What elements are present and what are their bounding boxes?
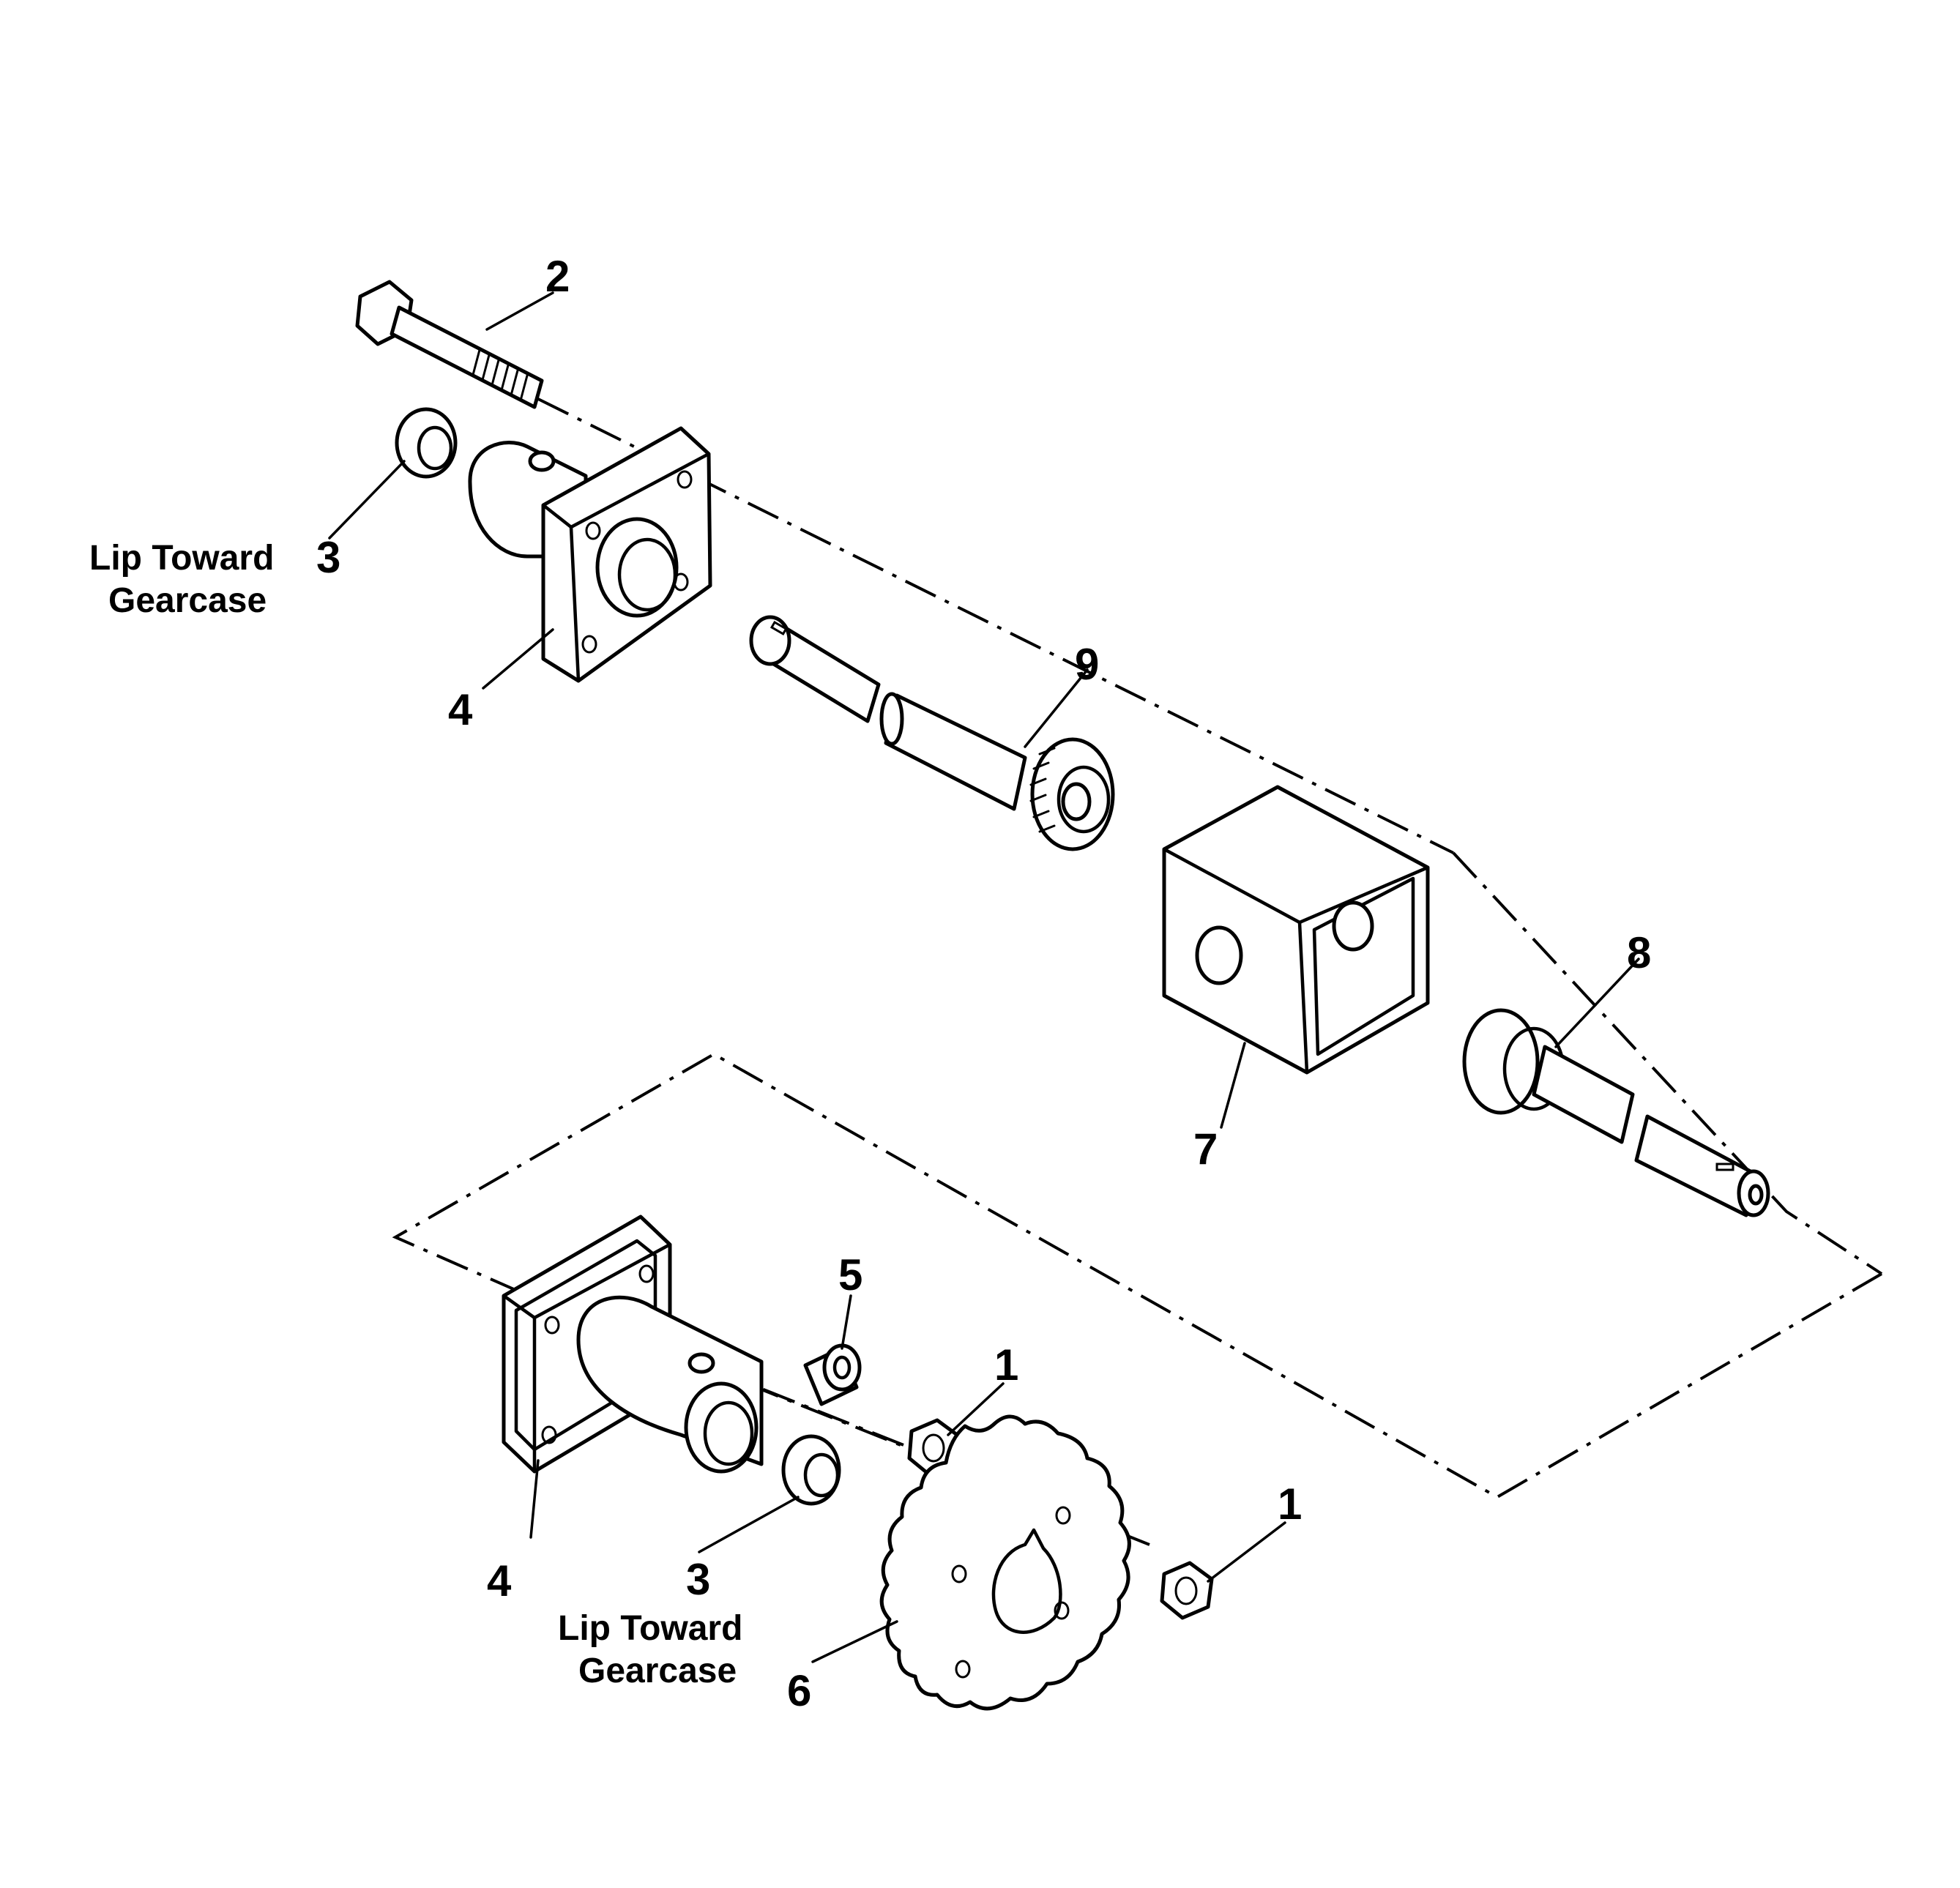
sprocket-part-6 [879,1414,1131,1711]
gearcase-part-7 [1162,785,1430,1075]
callout-2: 2 [545,252,570,301]
seal-part-3-top [395,407,458,479]
callout-9: 9 [1075,640,1099,689]
shaft-part-8 [1462,1008,1770,1217]
callout-4-bottom: 4 [487,1556,512,1605]
nut-part-1-lower [1160,1561,1214,1620]
callout-8: 8 [1627,928,1651,977]
flange-housing-part-4-bottom [502,1214,764,1474]
note-bottom-line1: Lip Toward [558,1609,742,1648]
callout-1-bottom: 1 [1278,1480,1302,1529]
callout-1-top: 1 [994,1340,1018,1389]
flange-housing-part-4-top [468,426,712,683]
note-bottom-line2: Gearcase [578,1652,737,1690]
spacer-part-5 [803,1343,862,1406]
shaft-part-9 [749,615,1115,851]
callout-7: 7 [1193,1124,1218,1174]
callout-3-top: 3 [316,533,340,582]
note-top-line1: Lip Toward [89,539,274,578]
bolt-part-2 [355,280,544,409]
note-top-line2: Gearcase [108,581,267,620]
callout-6: 6 [787,1666,811,1715]
callout-3-bottom: 3 [686,1555,710,1604]
leader-lines [328,291,1640,1663]
seal-part-3-bottom [781,1434,841,1506]
callout-4-top: 4 [448,685,473,734]
callout-5: 5 [838,1250,862,1299]
